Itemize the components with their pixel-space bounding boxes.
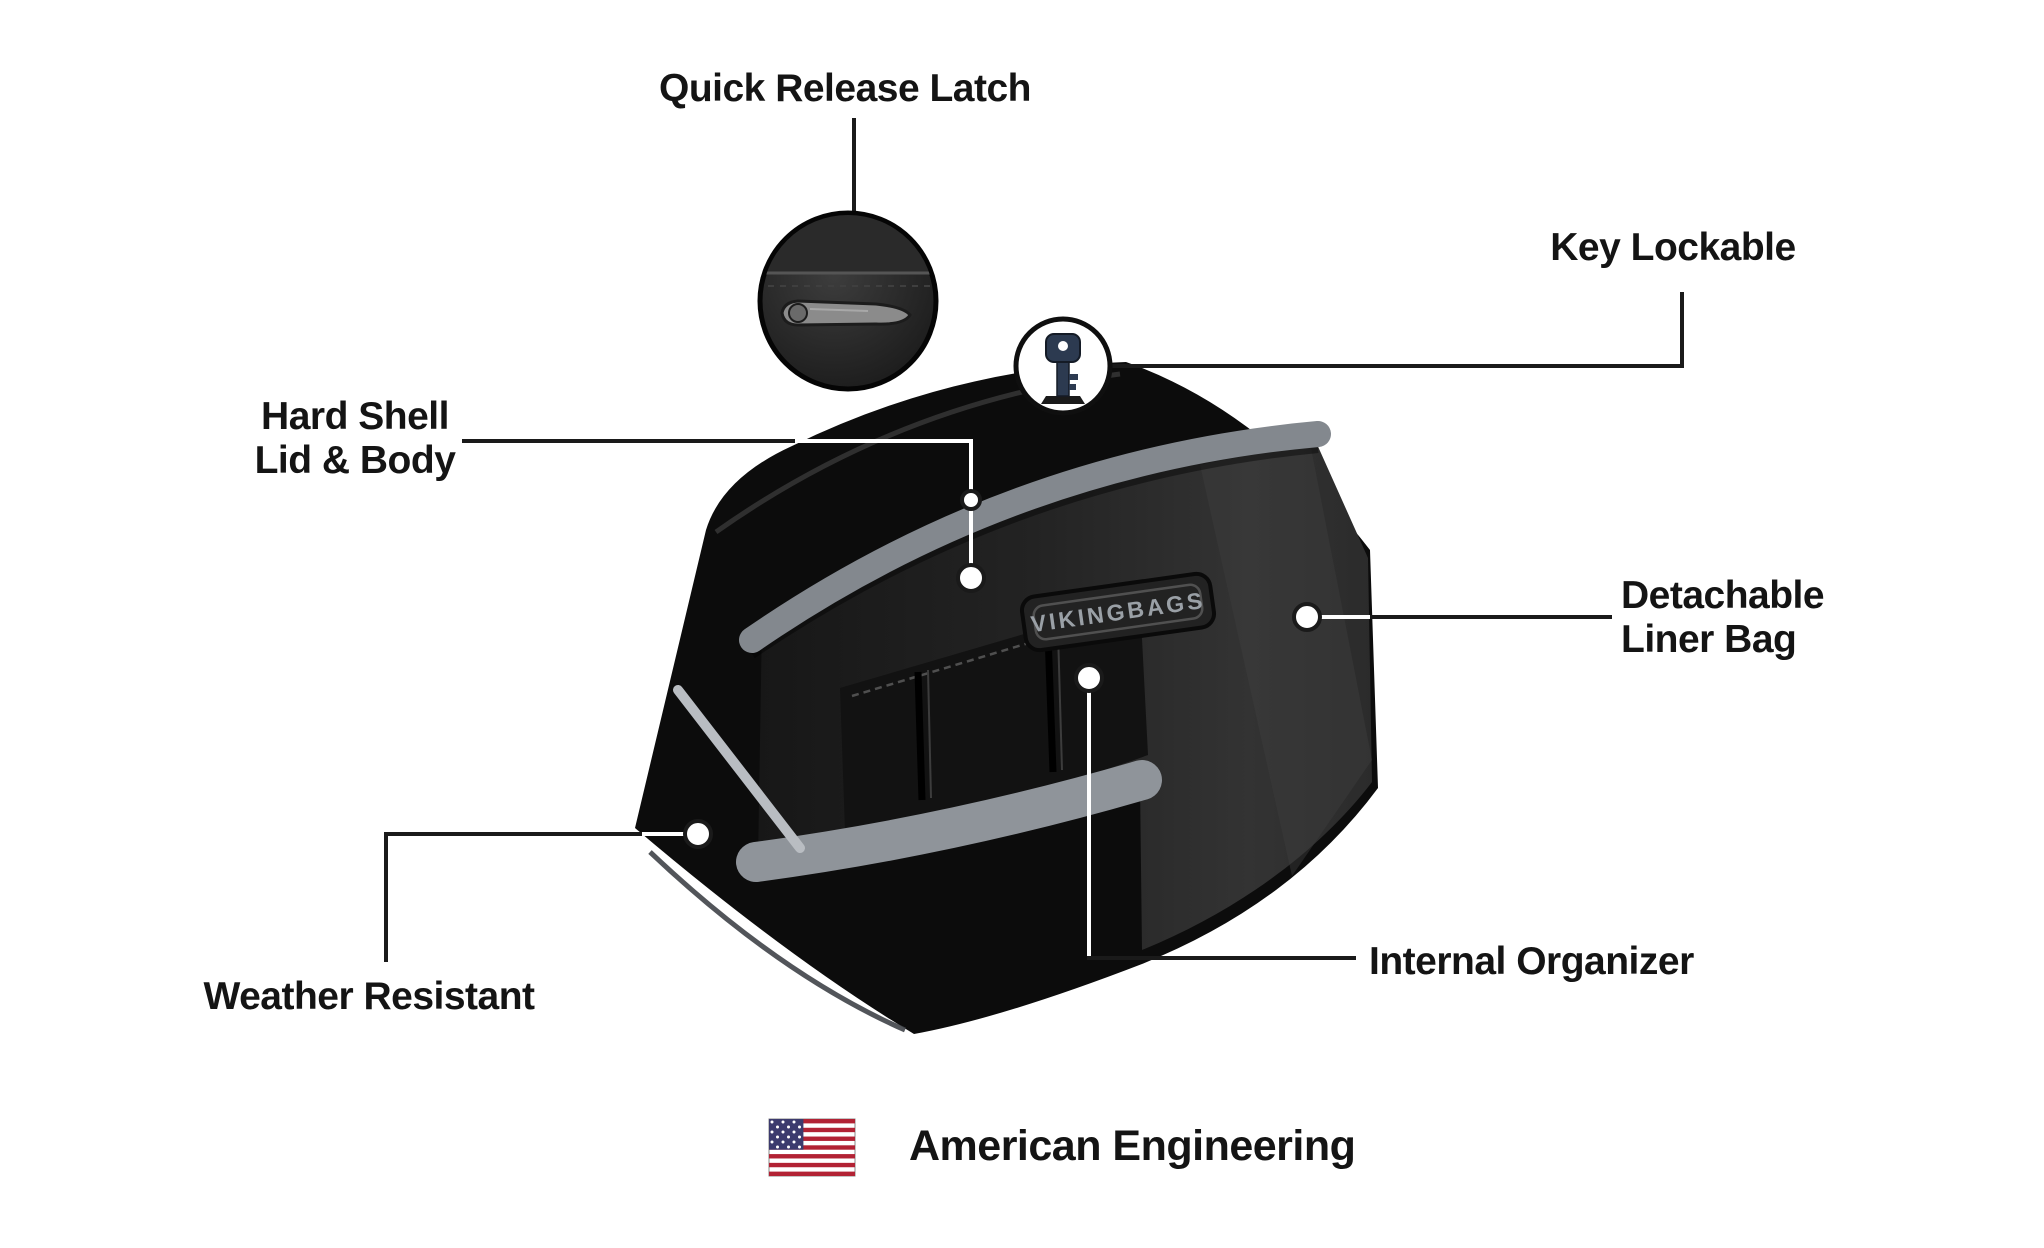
hard-shell-label-line2: Lid & Body (254, 439, 456, 482)
callout-dot-hard-shell (956, 563, 986, 593)
callout-dot-hard-shell-seam (960, 489, 982, 511)
key-lockable-label: Key Lockable (1550, 226, 1796, 269)
key-lockable-inset (1013, 316, 1113, 416)
detachable-liner-label: Detachable Liner Bag (1621, 574, 1825, 662)
callout-dot-internal (1074, 663, 1104, 693)
callout-line-hard-shell-white (795, 439, 973, 578)
american-engineering-label: American Engineering (909, 1122, 1356, 1170)
lid-trim-band (739, 421, 1331, 653)
quick-release-latch-detail-icon (757, 210, 939, 392)
callout-dot-detachable (1292, 602, 1322, 632)
brand-badge: VIKINGBAGS (1019, 571, 1217, 653)
key-icon (1041, 333, 1085, 404)
front-accent-stripe (673, 685, 805, 853)
callout-dot-weather (683, 819, 713, 849)
latch-lever (780, 299, 912, 327)
detachable-liner-label-line2: Liner Bag (1621, 618, 1797, 661)
quick-release-latch-label: Quick Release Latch (658, 67, 1032, 110)
callout-dots (683, 489, 1322, 849)
callout-line-weather (384, 832, 698, 962)
internal-organizer-label: Internal Organizer (1369, 940, 1694, 983)
us-flag-icon (768, 1118, 856, 1177)
inner-wall-sheen (1200, 443, 1372, 876)
detachable-liner-label-line1: Detachable (1621, 574, 1825, 617)
hard-shell-label-line1: Hard Shell (261, 395, 449, 438)
bottom-rim-light (648, 850, 907, 1033)
weather-resistant-label: Weather Resistant (203, 975, 535, 1018)
callout-line-key-lockable (1110, 292, 1684, 368)
saddlebag-illustration: VIKINGBAGS (635, 362, 1378, 1034)
internal-organizer-panel (840, 600, 1148, 830)
hard-shell-label: Hard Shell Lid & Body (235, 395, 475, 483)
